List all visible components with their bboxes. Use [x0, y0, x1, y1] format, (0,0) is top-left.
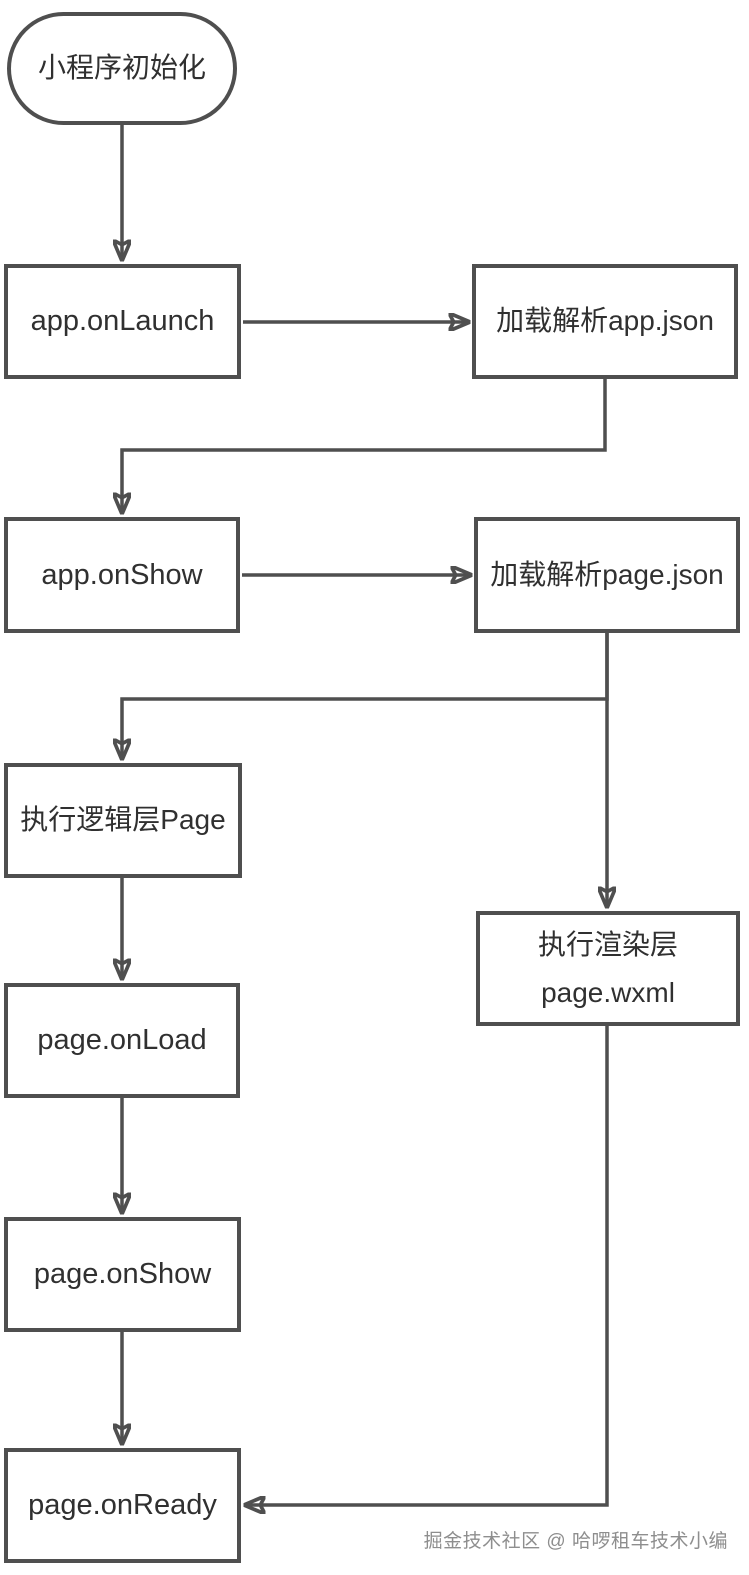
node-exec-logic-page: 执行逻辑层Page — [4, 763, 242, 878]
edge-load-app-json-to-app-onshow — [122, 379, 607, 512]
node-exec-render-layer-label-line1: 执行渲染层 — [537, 928, 678, 960]
node-app-onshow-label: app.onShow — [41, 558, 203, 591]
node-exec-render-layer-label-line2: page.wxml — [541, 976, 675, 1008]
node-exec-logic-page-label: 执行逻辑层Page — [20, 804, 226, 836]
node-page-onready-label: page.onReady — [28, 1489, 217, 1522]
node-start-label: 小程序初始化 — [37, 52, 206, 84]
node-load-app-json-label: 加载解析app.json — [496, 305, 714, 337]
edge-load-page-json-to-exec-logic-page — [122, 633, 609, 758]
node-start: 小程序初始化 — [7, 12, 237, 125]
edge-exec-render-layer-to-page-onready — [246, 1026, 609, 1505]
watermark: 掘金技术社区 @ 哈啰租车技术小编 — [423, 1531, 728, 1552]
node-app-onlaunch: app.onLaunch — [4, 264, 241, 379]
node-page-onload: page.onLoad — [4, 983, 240, 1098]
node-exec-render-layer: 执行渲染层 page.wxml — [476, 911, 740, 1026]
node-load-page-json-label: 加载解析page.json — [490, 558, 724, 590]
node-load-app-json: 加载解析app.json — [472, 264, 738, 379]
node-page-onshow: page.onShow — [4, 1217, 241, 1332]
node-load-page-json: 加载解析page.json — [474, 517, 740, 633]
node-page-onshow-label: page.onShow — [33, 1258, 212, 1291]
node-page-onready: page.onReady — [4, 1448, 241, 1563]
node-app-onshow: app.onShow — [4, 517, 240, 633]
node-page-onload-label: page.onLoad — [37, 1024, 207, 1057]
node-app-onlaunch-label: app.onLaunch — [30, 305, 215, 338]
